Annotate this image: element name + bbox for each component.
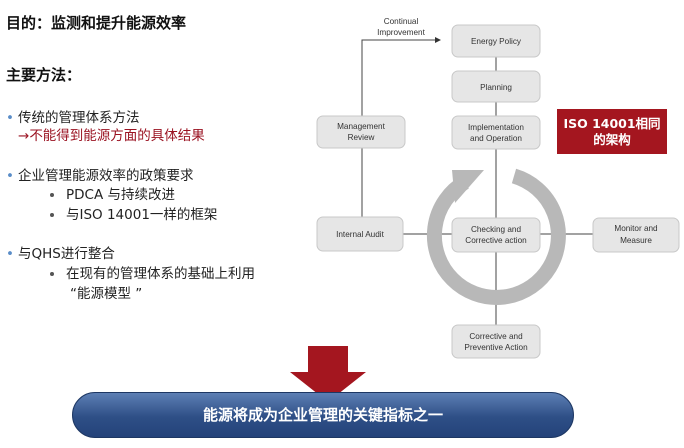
sub-item: PDCA 与持续改进 <box>50 183 175 203</box>
bullet-dot-icon: • <box>6 168 14 184</box>
label-corrective-action: Corrective action <box>465 236 527 245</box>
box-internal-audit <box>316 216 404 252</box>
label-energy-policy: Energy Policy <box>471 37 522 46</box>
bullet-note-text: 不能得到能源方面的具体结果 <box>29 128 205 144</box>
box-energy-policy <box>451 24 541 58</box>
sub-item: 在现有的管理体系的基础上利用 <box>50 262 255 282</box>
sub-item-text: 在现有的管理体系的基础上利用 <box>66 266 255 282</box>
sub-item-text: PDCA 与持续改进 <box>66 187 175 203</box>
sub-dot-icon <box>50 272 54 276</box>
label-implementation: Implementation <box>468 123 524 132</box>
sub-dot-icon <box>50 213 54 217</box>
label-internal-audit: Internal Audit <box>336 230 385 239</box>
label-corrective-and: Corrective and <box>469 332 523 341</box>
label-continual: Continual <box>384 17 419 26</box>
connector-lines <box>361 37 593 325</box>
cycle-arrowhead-icon <box>452 170 484 203</box>
arrow-right-icon: → <box>18 128 30 144</box>
bullet-text: 与QHS进行整合 <box>17 246 115 262</box>
bullet-dot-icon: • <box>6 246 14 262</box>
bullet-qhs: •与QHS进行整合 <box>6 242 115 262</box>
sub-item-text: 与ISO 14001一样的框架 <box>66 207 218 223</box>
label-checking: Checking and <box>471 225 522 234</box>
label-preventive-action: Preventive Action <box>464 343 528 352</box>
label-management: Management <box>337 122 386 131</box>
iso-14001-badge: ISO 14001相同的架构 <box>557 109 667 154</box>
box-monitor <box>592 217 680 253</box>
box-management-review <box>316 115 406 149</box>
label-planning: Planning <box>480 83 512 92</box>
bullet-policy: •企业管理能源效率的政策要求 <box>6 164 193 184</box>
label-monitor: Monitor and <box>614 224 658 233</box>
bullet-text: 企业管理能源效率的政策要求 <box>17 168 194 184</box>
page-title: 目的：监测和提升能源效率 <box>6 14 187 32</box>
bullet-note: →不能得到能源方面的具体结果 <box>18 124 205 144</box>
sub-item: 与ISO 14001一样的框架 <box>50 203 217 223</box>
cycle-ring <box>426 168 566 305</box>
box-implementation <box>451 115 541 150</box>
bullet-traditional: •传统的管理体系方法 <box>6 106 139 126</box>
label-measure: Measure <box>620 236 652 245</box>
label-review: Review <box>348 133 375 142</box>
bullet-dot-icon: • <box>6 110 14 126</box>
down-arrow-icon <box>290 346 366 402</box>
sub-item-continued: “能源模型 ” <box>70 286 143 302</box>
box-planning <box>451 70 541 103</box>
box-corrective <box>451 324 541 359</box>
bullet-text: 传统的管理体系方法 <box>17 110 140 126</box>
sub-dot-icon <box>50 193 54 197</box>
methods-heading: 主要方法： <box>6 66 82 84</box>
label-improvement: Improvement <box>377 28 426 37</box>
label-and-operation: and Operation <box>470 134 522 143</box>
box-checking <box>451 217 541 253</box>
key-indicator-banner: 能源将成为企业管理的关键指标之一 <box>72 392 574 438</box>
